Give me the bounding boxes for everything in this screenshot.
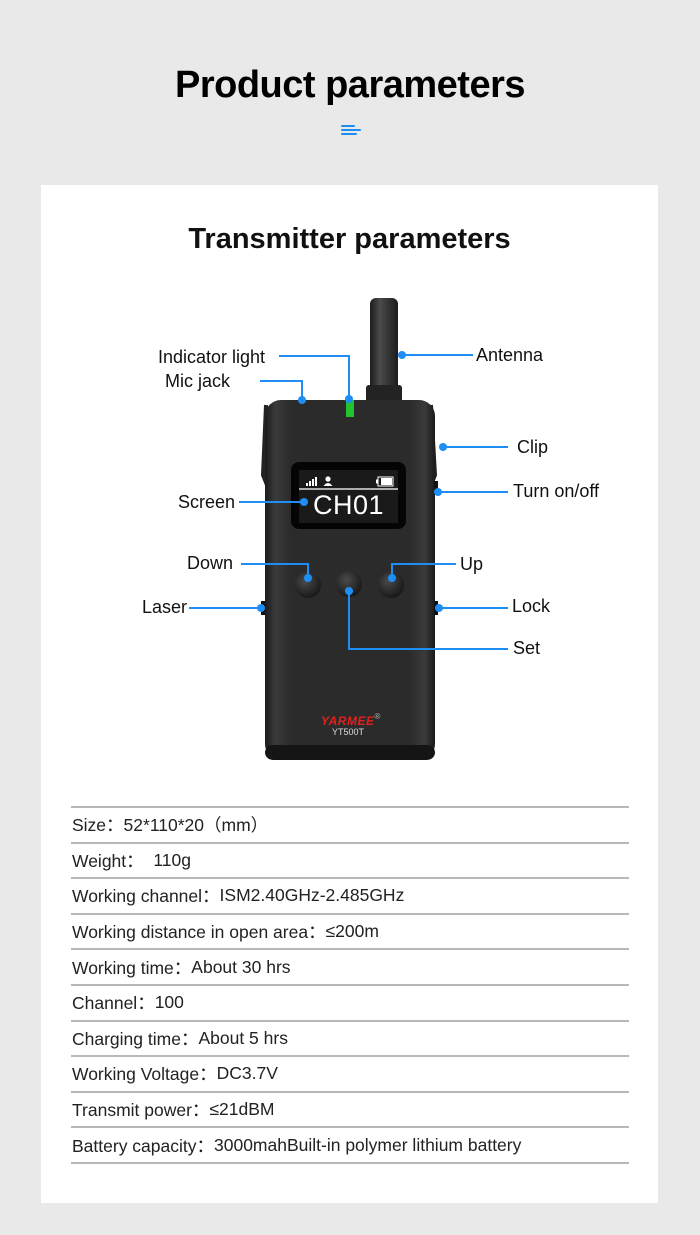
callout-screen: Screen xyxy=(178,492,236,512)
param-row-charging-time: Charging time：About 5 hrs xyxy=(71,1019,629,1056)
callout-down: Down xyxy=(187,553,234,573)
device-diagram: CH01 YARMEE® YT500T Indicator light Mic … xyxy=(41,185,658,785)
param-row-working-voltage: Working Voltage：DC3.7V xyxy=(71,1055,629,1091)
up-button-shape xyxy=(378,572,404,598)
transmitter-illustration xyxy=(189,298,508,760)
indicator-light xyxy=(346,400,354,417)
down-button-shape xyxy=(295,572,321,598)
callout-mic-jack: Mic jack xyxy=(165,371,231,391)
param-row-working-distance: Working distance in open area：≤200m xyxy=(71,912,629,949)
parameter-list: Size：52*110*20（mm） Weight： 110g Working … xyxy=(71,806,629,1164)
param-row-size: Size：52*110*20（mm） xyxy=(71,806,629,842)
set-button-shape xyxy=(336,571,362,597)
callout-lock: Lock xyxy=(512,596,551,616)
param-row-channel: Channel：100 xyxy=(71,983,629,1020)
page-title: Product parameters xyxy=(174,64,526,106)
callout-laser: Laser xyxy=(142,597,188,617)
param-row-battery-capacity: Battery capacity：3000mahBuilt-in polymer… xyxy=(71,1126,629,1164)
model-label: YT500T xyxy=(332,727,365,737)
callout-turn-on-off: Turn on/off xyxy=(513,481,600,501)
brand-logo: YARMEE® xyxy=(321,712,381,728)
param-row-working-time: Working time：About 30 hrs xyxy=(71,948,629,984)
menu-lines-icon xyxy=(341,125,361,136)
section-title: Transmitter parameters xyxy=(188,223,511,255)
param-row-working-channel: Working channel：ISM2.40GHz-2.485GHz xyxy=(71,877,629,913)
callout-set: Set xyxy=(513,638,541,658)
screen-channel: CH01 xyxy=(313,490,385,520)
callout-indicator-light: Indicator light xyxy=(158,347,266,367)
param-row-weight: Weight： 110g xyxy=(71,841,629,878)
transmitter-card: Transmitter parameters xyxy=(41,185,658,1203)
antenna-shape xyxy=(370,298,398,398)
callout-clip: Clip xyxy=(517,437,549,457)
param-row-transmit-power: Transmit power：≤21dBM xyxy=(71,1090,629,1127)
callout-up: Up xyxy=(460,554,484,574)
callout-antenna: Antenna xyxy=(476,345,544,365)
